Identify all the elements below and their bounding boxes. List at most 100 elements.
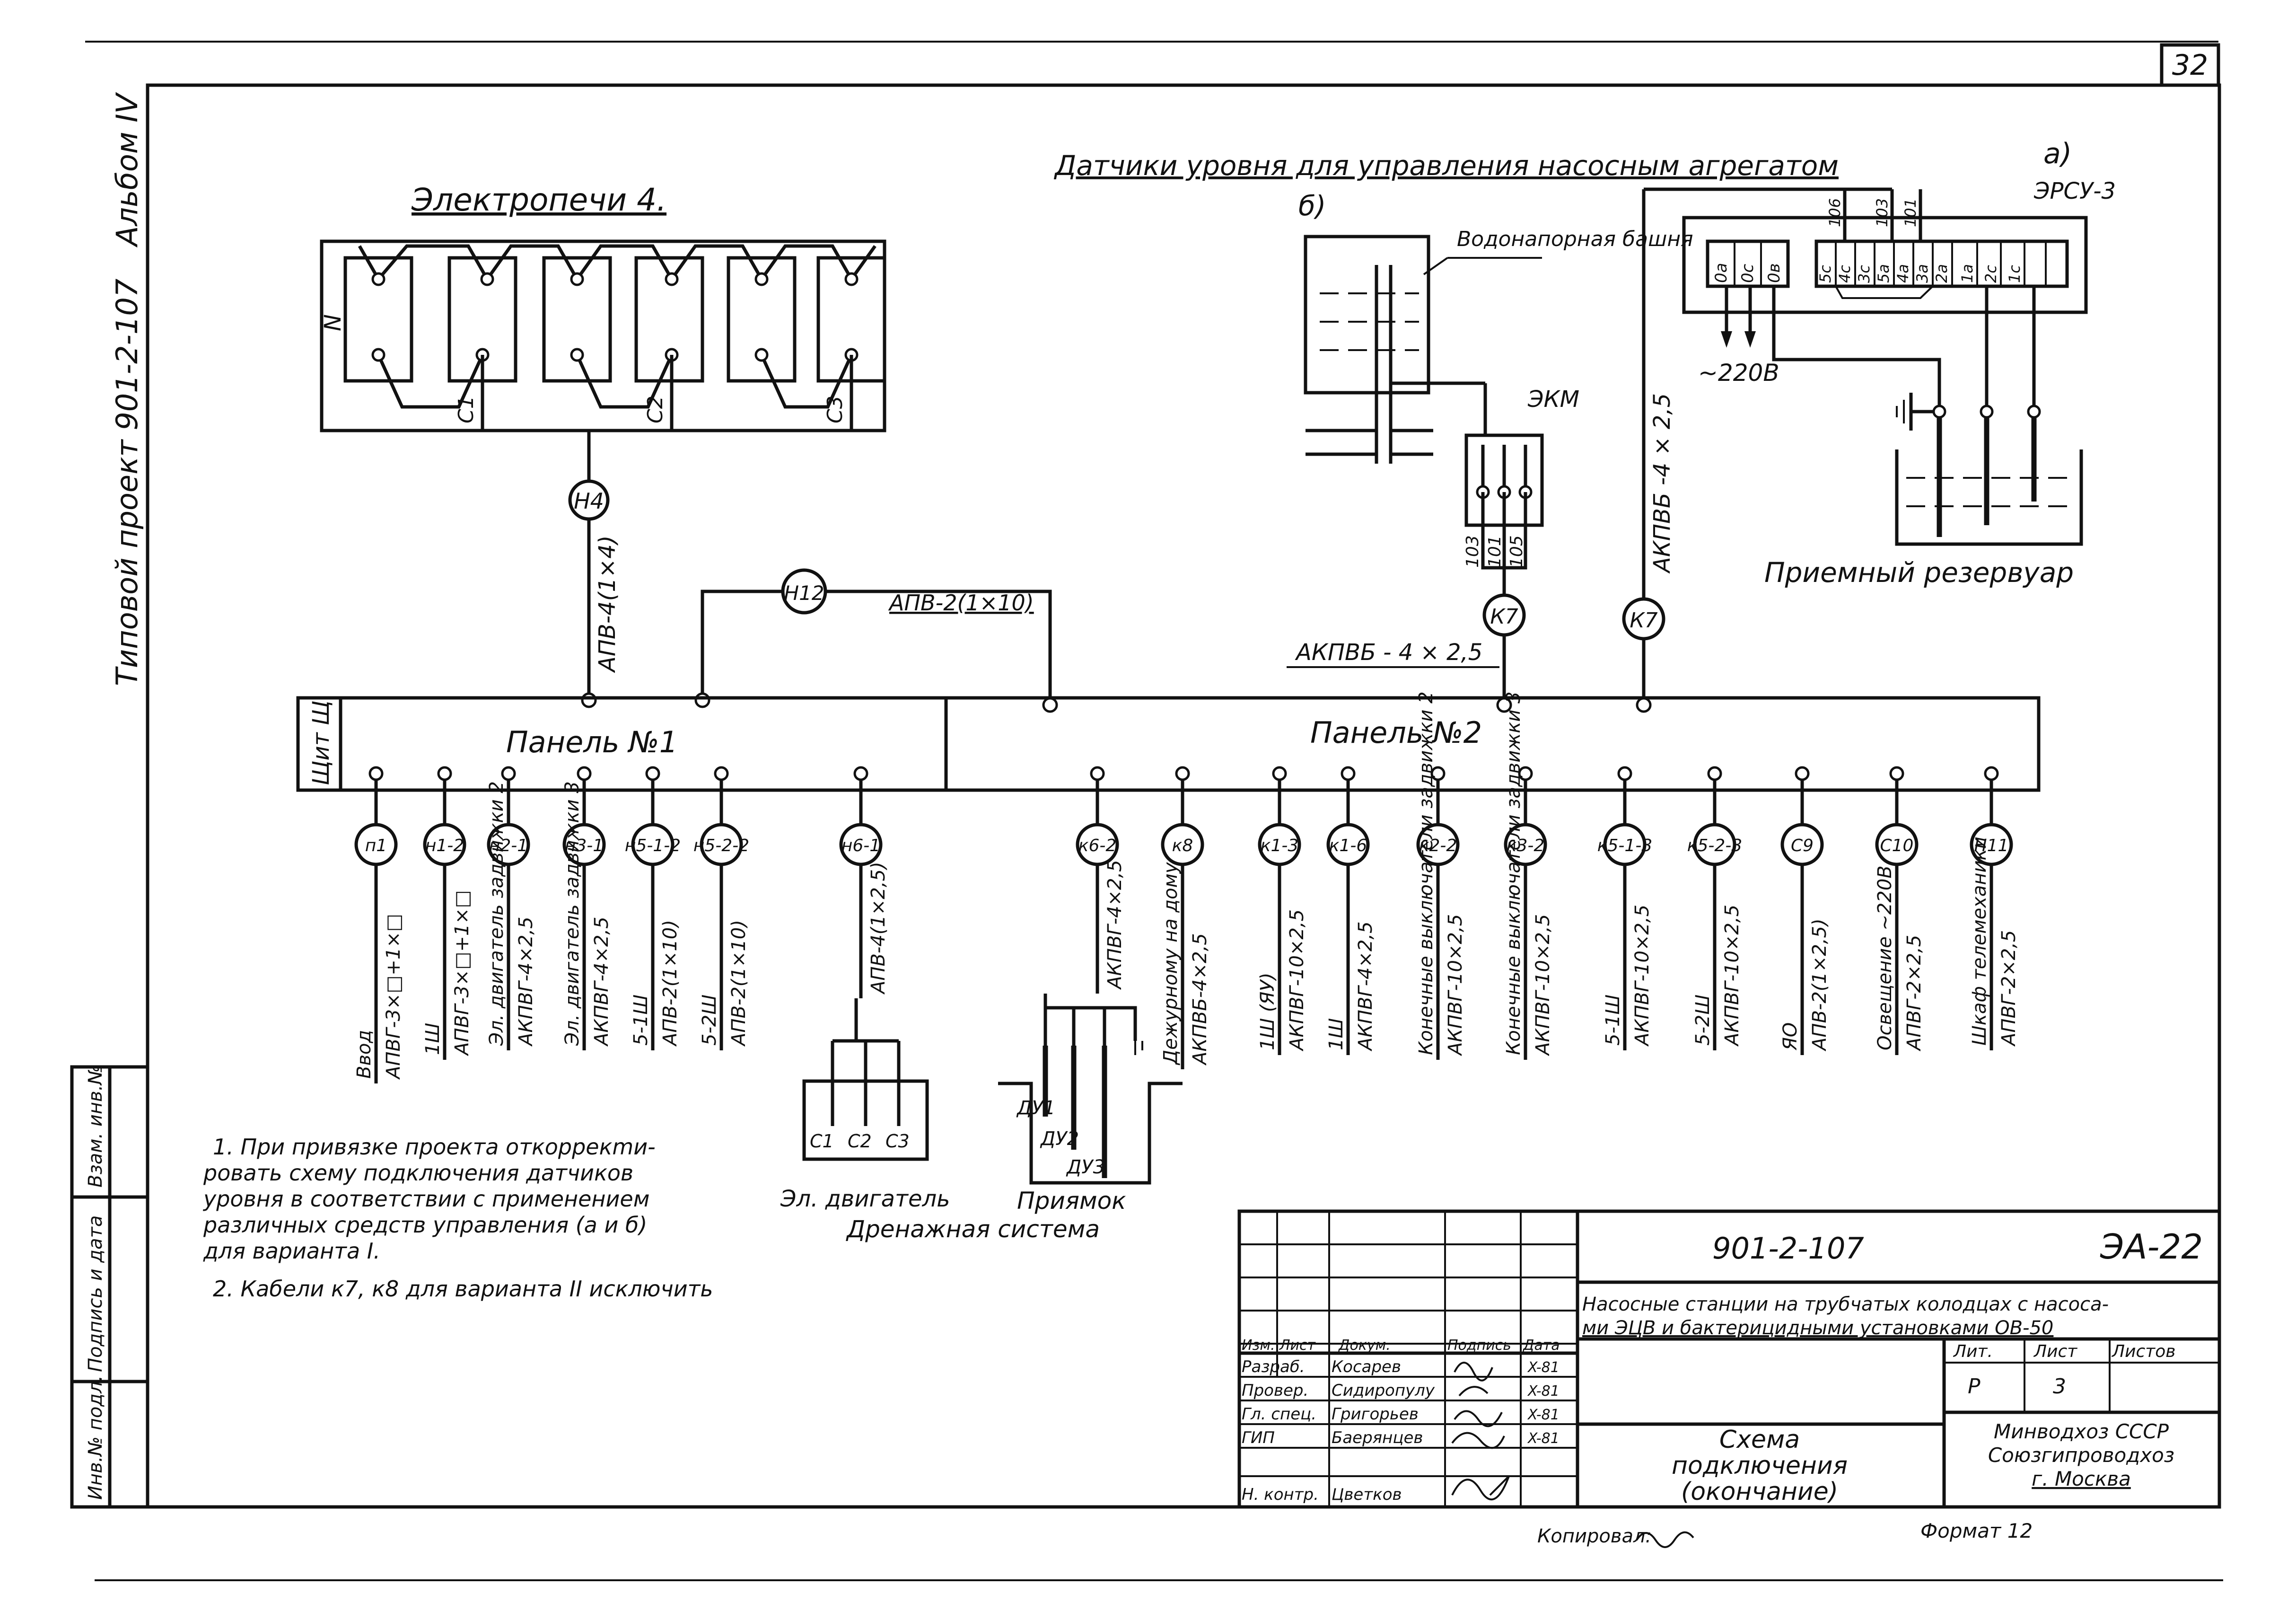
note-line-1: 1. При привязке проекта откоррекmи- xyxy=(213,1134,656,1160)
variant-a: а) xyxy=(2043,137,2072,170)
ekm-wire-3: 105 xyxy=(1507,535,1526,568)
note-line-6: 2. Кабели к7, к8 для варианта II исключи… xyxy=(213,1276,713,1302)
note-line-3: уровня в соответствии с применением xyxy=(202,1186,649,1212)
cable-terminal-14 xyxy=(1707,766,1722,781)
drain-block: ДУ1 ДУ2 ДУ3 Приямок Дренажная система xyxy=(846,994,1183,1243)
tb-name-3: Баерянцев xyxy=(1332,1428,1423,1447)
ersu-t-0c: 0с xyxy=(1738,264,1757,283)
tb-name-0: Косарев xyxy=(1332,1357,1401,1376)
ersu-t-0a: 0а xyxy=(1712,263,1731,283)
k7a-bubble: К7 xyxy=(1490,605,1518,629)
k7b-bubble: К7 xyxy=(1630,608,1657,633)
ersu-t-0v: 0в xyxy=(1765,263,1784,283)
ersu-t-5c: 5с xyxy=(1816,265,1834,283)
tb-sheets-header: Листов xyxy=(2111,1342,2175,1361)
motor-block: С1 С2 С3 Эл. двигатель xyxy=(780,998,950,1212)
motor-c1: С1 xyxy=(810,1131,834,1152)
tb-date-1: X-81 xyxy=(1527,1383,1560,1400)
tb-h-date: Дата xyxy=(1522,1337,1560,1354)
cable-id-4: н5-1-2 xyxy=(625,836,681,855)
format-label: Формат 12 xyxy=(1920,1519,2033,1542)
notes-block: 1. При привязке проекта откоррекmи- рова… xyxy=(202,1134,713,1302)
cable-id-2: н2-1 xyxy=(489,836,528,855)
cable-spec-0: АПВГ-3×□+1×□ xyxy=(383,914,404,1080)
cable-id-7: к6-2 xyxy=(1078,836,1117,855)
furnace-c1: С1 xyxy=(454,396,478,423)
reservoir-label: Приемный резервуар xyxy=(1764,556,2074,589)
ersu-t-1c: 1с xyxy=(2006,265,2024,283)
cable-terminal-8 xyxy=(1175,766,1190,781)
cable-spec-4: АПВ-2(1×10) xyxy=(659,920,681,1047)
cable-terminal-5 xyxy=(714,766,729,781)
cable-id-13: к5-1-3 xyxy=(1597,836,1652,855)
cable-spec-8: АКПВБ-4×2,5 xyxy=(1189,933,1211,1066)
tb-h-dok: Докум. xyxy=(1338,1337,1391,1354)
tb-drawing-title-1: Схема xyxy=(1719,1426,1800,1454)
sensor-title: Датчики уровня для управления насосным а… xyxy=(1053,150,1839,182)
tb-name-4: Цветков xyxy=(1332,1485,1402,1504)
album-label: Альбом IV xyxy=(110,91,144,248)
cable-terminal-16 xyxy=(1889,766,1904,781)
cable-label-16: Освещение ~220В xyxy=(1874,865,1896,1050)
du3-label: ДУ3 xyxy=(1066,1156,1105,1178)
furnace-title: Электропечи 4. xyxy=(411,182,666,218)
furnace-n: N xyxy=(320,314,346,331)
cables-layer: п1АПВГ-3×□+1×□Вводн1-2АПВГ-3×□+1×□1Шн2-1… xyxy=(353,691,2020,1083)
panel-2-label: Панель №2 xyxy=(1310,715,1482,750)
cable-id-8: к8 xyxy=(1172,836,1193,855)
cable-terminal-6 xyxy=(853,766,868,781)
cable-spec-11: АКПВГ-10×2,5 xyxy=(1445,914,1466,1057)
ersu-t-4a: 4а xyxy=(1894,264,1912,283)
cable-id-17: Н11 xyxy=(1974,836,2009,855)
ersu-t-3a: 3а xyxy=(1913,264,1931,283)
cable-spec-10: АКПВГ-4×2,5 xyxy=(1355,921,1376,1052)
tb-date-2: X-81 xyxy=(1527,1407,1560,1423)
sheet-frame: 32 xyxy=(85,41,2223,1581)
tb-lit-header: Лит. xyxy=(1953,1342,1993,1361)
wire-101: 101 xyxy=(1902,198,1919,227)
cable-id-12: к3-2 xyxy=(1507,836,1545,855)
motor-c3: С3 xyxy=(885,1131,910,1152)
ekm-wire-2: 101 xyxy=(1485,535,1505,568)
cable-spec-3: АКПВГ-4×2,5 xyxy=(591,916,613,1047)
sheet-number: 32 xyxy=(2172,49,2208,82)
cable-terminal-10 xyxy=(1341,766,1356,781)
cable-spec-7: АКПВГ-4×2,5 xyxy=(1104,860,1126,990)
cable-spec-12: АКПВГ-10×2,5 xyxy=(1532,914,1554,1057)
feed-n4: Н4 АПВ-4(1×4) xyxy=(568,431,621,708)
cable-id-5: н5-2-2 xyxy=(693,836,749,855)
drain-system-label: Дренажная система xyxy=(846,1215,1100,1243)
cable-terminal-15 xyxy=(1795,766,1810,781)
tb-drawing-title-2: подключения xyxy=(1672,1452,1848,1480)
cable-terminal-2 xyxy=(501,766,516,781)
signature-5 xyxy=(1451,1475,1510,1501)
k7b-cable: АКПВБ -4 × 2,5 xyxy=(1649,393,1675,574)
n4-bubble: Н4 xyxy=(574,488,604,514)
title-block: Изм. Лист Докум. Подпись Дата Разраб. Ко… xyxy=(1237,1209,2221,1548)
tb-sheet-header: Лист xyxy=(2033,1342,2077,1361)
du2-label: ДУ2 xyxy=(1040,1128,1079,1150)
tb-date-3: X-81 xyxy=(1527,1430,1560,1447)
copied-signature xyxy=(1636,1531,1694,1548)
tb-h-list: Лист xyxy=(1279,1337,1316,1354)
n12-cable: АПВ-2(1×10) xyxy=(888,590,1034,616)
cable-label-17: Шкаф телемеханики xyxy=(1969,836,1990,1046)
cable-label-5: 5-2Ш xyxy=(699,995,720,1046)
ekm-wire-1: 103 xyxy=(1463,535,1482,568)
ersu-t-2a: 2а xyxy=(1933,264,1951,283)
cable-spec-15: АПВ-2(1×2,5) xyxy=(1809,918,1831,1052)
cable-label-13: 5-1Ш xyxy=(1602,995,1624,1046)
ersu-t-1a: 1а xyxy=(1958,264,1976,283)
cable-spec-5: АПВ-2(1×10) xyxy=(728,920,750,1047)
cable-spec-9: АКПВГ-10×2,5 xyxy=(1286,909,1308,1052)
copied-label: Копировал: xyxy=(1537,1525,1652,1547)
cable-terminal-1 xyxy=(437,766,452,781)
panel-1-label: Панель №1 xyxy=(506,725,678,759)
furnace-c2: С2 xyxy=(643,396,667,423)
tb-role-4: Н. контр. xyxy=(1242,1485,1319,1504)
ersu-t-4c: 4с xyxy=(1836,265,1854,283)
cable-spec-16: АПВГ-2×2,5 xyxy=(1903,935,1925,1052)
variant-b: б) xyxy=(1298,190,1326,222)
cable-spec-13: АКПВГ-10×2,5 xyxy=(1631,905,1653,1047)
